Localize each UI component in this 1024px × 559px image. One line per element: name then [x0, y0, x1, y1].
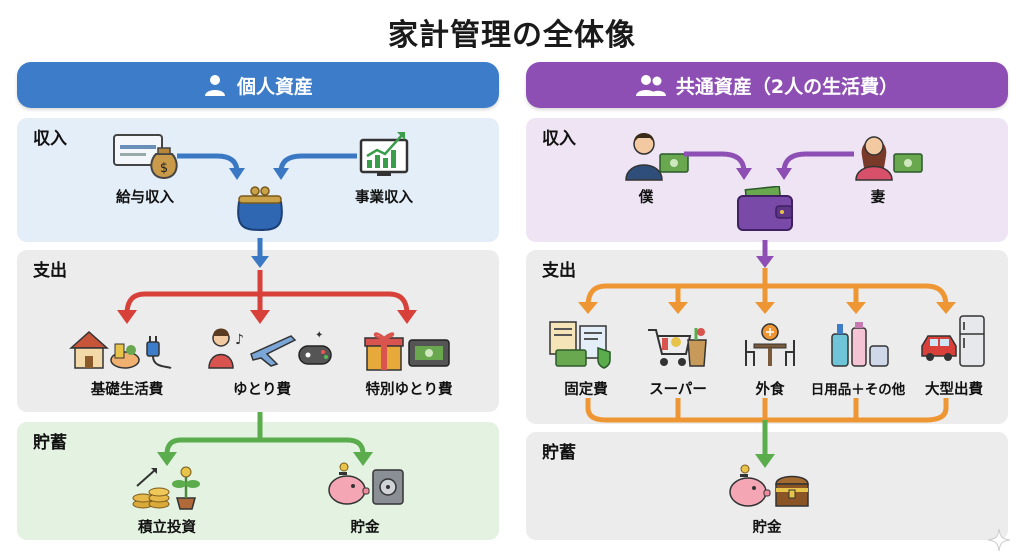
wife-label: 妻: [870, 190, 886, 206]
daily-goods-bottles-icon: [831, 322, 889, 367]
svg-text:$: $: [160, 161, 168, 176]
dining-out-label: 外食: [755, 382, 785, 398]
installment-investment-label: 積立投資: [138, 520, 196, 536]
shared-savings-deposit-label: 貯金: [752, 520, 782, 536]
gift-cash-icon: [364, 332, 450, 371]
wife-cash-icon: [855, 136, 923, 181]
car-fridge-icon: [921, 315, 985, 367]
piggy-bank-chest-icon: [729, 464, 809, 507]
basic-living-label: 基礎生活費: [90, 382, 164, 398]
special-leisure-label: 特別ゆとり費: [365, 382, 453, 398]
shared-assets-header: 共通資産（2人の生活費）: [526, 62, 1008, 108]
fixed-cost-documents-icon: [549, 321, 611, 369]
person-icon: [204, 75, 225, 96]
shared-flow-arrows: [578, 151, 956, 468]
personal-spending-section: 支出 基礎生活費 ♪ ✦ ゆとり費: [17, 250, 499, 412]
people-icon: [635, 75, 666, 96]
large-expense-label: 大型出費: [925, 382, 983, 398]
svg-text:♪: ♪: [235, 332, 244, 348]
shared-assets-panel: 共通資産（2人の生活費） 収入 僕 妻 支出: [526, 62, 1008, 550]
personal-income-section: 収入 $ 給与収入 事業収入: [17, 118, 499, 242]
shared-assets-header-label: 共通資産（2人の生活費）: [675, 75, 899, 98]
house-food-plug-icon: [69, 330, 172, 369]
piggy-bank-safe-icon: [328, 462, 404, 505]
business-chart-icon: [359, 132, 409, 176]
coin-purse-icon: [237, 186, 283, 232]
sparkle-icon: [988, 529, 1010, 551]
fixed-cost-label: 固定費: [564, 382, 608, 398]
business-income-label: 事業収入: [355, 190, 413, 206]
wallet-icon: [737, 186, 793, 231]
personal-assets-header: 個人資産: [17, 62, 499, 108]
coins-plant-icon: [132, 466, 200, 510]
svg-text:✦: ✦: [315, 330, 323, 341]
husband-cash-icon: [625, 133, 689, 181]
personal-spending-label: 支出: [33, 261, 67, 281]
personal-savings-deposit-label: 貯金: [350, 520, 380, 536]
daily-goods-label: 日用品＋その他: [810, 382, 906, 398]
personal-assets-panel: 個人資産 収入 $ 給与収入 事業収入: [17, 62, 499, 550]
salary-income-label: 給与収入: [116, 190, 174, 206]
husband-label: 僕: [638, 190, 654, 206]
personal-income-label: 収入: [33, 129, 67, 149]
personal-flow-arrows: [117, 153, 417, 466]
personal-assets-header-label: 個人資産: [236, 75, 313, 98]
salary-envelope-icon: $: [113, 134, 178, 180]
dining-table-icon: [745, 323, 795, 366]
personal-savings-section: 貯蓄 積立投資 貯金: [17, 422, 499, 540]
shared-savings-label: 貯蓄: [542, 443, 576, 463]
personal-savings-label: 貯蓄: [33, 433, 67, 453]
supermarket-label: スーパー: [649, 382, 707, 398]
shared-income-label: 収入: [542, 129, 576, 149]
leisure-travel-game-icon: ♪ ✦: [208, 328, 332, 369]
page-title: 家計管理の全体像: [388, 18, 636, 53]
shared-spending-label: 支出: [542, 261, 576, 281]
grocery-cart-icon: [648, 328, 707, 367]
shared-income-section: 収入 僕 妻: [526, 118, 1008, 242]
leisure-expense-label: ゆとり費: [233, 382, 291, 398]
